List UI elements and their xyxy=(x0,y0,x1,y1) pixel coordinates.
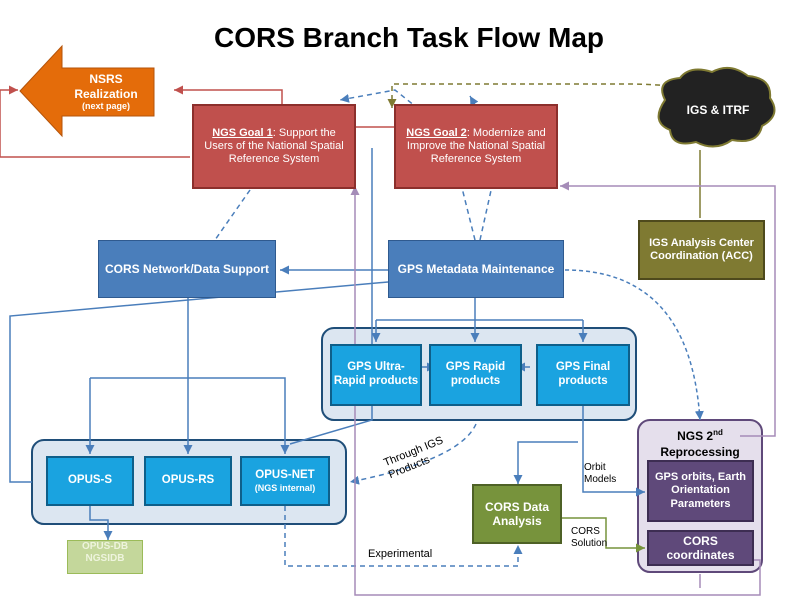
reprocessing-title: NGS 2nd Reprocessing xyxy=(640,428,760,460)
orbit-models-label: Orbit Models xyxy=(584,462,617,485)
page-title: CORS Branch Task Flow Map xyxy=(214,22,604,53)
reprocessing-title-sup: nd xyxy=(713,428,723,437)
opus-net-sublabel: (NGS internal) xyxy=(254,482,316,493)
opus-db-node: OPUS-DB NGSIDB xyxy=(67,540,143,574)
reprocessing-title-second: Reprocessing xyxy=(660,444,740,459)
goal1-label: NGS Goal 1 xyxy=(212,126,273,139)
reprocessing-coords-node: CORS coordinates xyxy=(647,530,754,566)
gps-metadata-node: GPS Metadata Maintenance xyxy=(388,240,564,298)
goal1-text: NGS Goal 1: Support the Users of the Nat… xyxy=(198,127,350,167)
nsrs-arrow-shape xyxy=(19,44,155,138)
igs-itrf-node: IGS & ITRF xyxy=(686,102,750,117)
opus-net-label: OPUS-NET xyxy=(255,468,315,481)
nsrs-line1: NSRS xyxy=(89,72,123,87)
reprocessing-title-main: NGS 2 xyxy=(677,429,714,443)
opus-rs-node: OPUS-RS xyxy=(144,456,232,506)
ngs-goal-2-node: NGS Goal 2: Modernize and Improve the Na… xyxy=(394,104,558,189)
gps-final-node: GPS Final products xyxy=(536,344,630,406)
gps-ultra-rapid-node: GPS Ultra-Rapid products xyxy=(330,344,422,406)
cors-data-analysis-node: CORS Data Analysis xyxy=(472,484,562,544)
ngs-goal-1-node: NGS Goal 1: Support the Users of the Nat… xyxy=(192,104,356,189)
nsrs-line2: Realization xyxy=(74,86,138,101)
opus-net-node: OPUS-NET (NGS internal) xyxy=(240,456,330,506)
goal2-text: NGS Goal 2: Modernize and Improve the Na… xyxy=(400,127,552,167)
igs-acc-node: IGS Analysis Center Coordination (ACC) xyxy=(638,220,765,280)
cors-solution-label: CORS Solution xyxy=(571,526,608,549)
experimental-label: Experimental xyxy=(368,548,433,560)
igs-cloud-shape xyxy=(657,66,776,148)
opus-s-node: OPUS-S xyxy=(46,456,134,506)
goal1-description: : Support the Users of the National Spat… xyxy=(204,126,344,166)
nsrs-realization-node: NSRS Realization (next page) xyxy=(60,66,152,118)
goal2-description: : Modernize and Improve the National Spa… xyxy=(406,126,546,166)
reprocessing-orbits-node: GPS orbits, Earth Orientation Parameters xyxy=(647,460,754,522)
goal2-label: NGS Goal 2 xyxy=(406,126,467,139)
nsrs-line3: (next page) xyxy=(81,100,130,111)
cors-network-node: CORS Network/Data Support xyxy=(98,240,276,298)
gps-rapid-node: GPS Rapid products xyxy=(429,344,522,406)
